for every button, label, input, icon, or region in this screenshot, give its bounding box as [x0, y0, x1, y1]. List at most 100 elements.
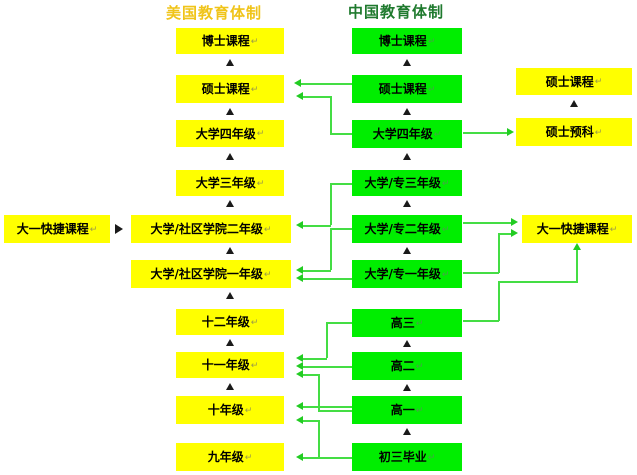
- connector-cn-uni1-seg-h: [463, 272, 499, 274]
- pilcrow-mark: ↵: [594, 127, 603, 138]
- pilcrow-mark: ↵: [427, 36, 436, 47]
- arrowhead-cn-senior1-to-us-g10: [296, 402, 303, 410]
- arrow-cn-uni2-to-uni3: [403, 200, 411, 207]
- arrow-us-master-to-phd: [226, 59, 234, 66]
- arrowhead-cn-junior-to-us-g10: [296, 416, 303, 424]
- pilcrow-mark: ↵: [441, 269, 450, 280]
- box-label: 十一年级: [201, 358, 250, 372]
- pilcrow-mark: ↵: [250, 360, 259, 371]
- arrow-cn-senior1-to-senior2: [403, 384, 411, 391]
- pilcrow-mark: ↵: [441, 178, 450, 189]
- box-cn-senior-2[interactable]: 高二↵: [352, 352, 462, 380]
- box-us-grade-11[interactable]: 十一年级↵: [176, 352, 284, 378]
- box-cn-senior-3[interactable]: 高三↵: [352, 309, 462, 337]
- pilcrow-mark: ↵: [244, 452, 253, 463]
- box-left-foundation-pathway[interactable]: 大一快捷课程↵: [4, 215, 110, 243]
- connector-cn-uni1-seg-v: [498, 233, 500, 273]
- box-label: 大学/专二年级: [364, 222, 441, 236]
- box-us-phd[interactable]: 博士课程↵: [176, 28, 284, 54]
- box-us-college-year-1[interactable]: 大学/社区学院一年级↵: [131, 260, 291, 288]
- pilcrow-mark: ↵: [256, 129, 265, 139]
- box-us-grade-10[interactable]: 十年级↵: [176, 396, 284, 424]
- connector-cn-junior-seg-v: [318, 420, 320, 459]
- arrowhead-cn-senior3-to-right-pathway: [573, 243, 581, 250]
- arrowhead-cn-junior-to-us-g9: [296, 453, 303, 461]
- arrow-left-pathway-to-college-year-2: [115, 224, 123, 234]
- connector-cn-uni2-seg-h1: [330, 228, 352, 230]
- connector-cn-uni1-to-us-cc1: [303, 278, 352, 280]
- box-label: 高三: [390, 316, 415, 330]
- pilcrow-mark: ↵: [415, 361, 424, 372]
- pilcrow-mark: ↵: [427, 84, 436, 95]
- pilcrow-mark: ↵: [263, 269, 272, 280]
- pilcrow-mark: ↵: [441, 224, 450, 235]
- box-cn-phd[interactable]: 博士课程↵: [352, 28, 462, 54]
- connector-cn-senior3-seg-v: [326, 322, 328, 358]
- pilcrow-mark: ↵: [263, 224, 272, 235]
- box-us-master[interactable]: 硕士课程↵: [176, 75, 284, 103]
- arrow-master-prep-to-master-course: [570, 100, 578, 107]
- pilcrow-mark: ↵: [609, 224, 618, 235]
- arrow-us-g10-to-g11: [226, 383, 234, 390]
- box-label: 大学三年级: [195, 176, 256, 190]
- arrowhead-cn-uni3-to-us-cc2: [296, 221, 303, 229]
- arrowhead-cn-senior3-to-us-g11: [296, 354, 303, 362]
- arrowhead-cn-master-to-us-master: [294, 79, 301, 87]
- box-label: 大学/专一年级: [364, 267, 441, 281]
- box-label: 硕士课程: [545, 74, 594, 89]
- box-cn-uni-3[interactable]: 大学/专三年级↵: [352, 170, 462, 196]
- box-label: 九年级: [207, 450, 244, 464]
- box-cn-uni-1[interactable]: 大学/专一年级↵: [352, 260, 462, 288]
- connector-cn-uni3-seg-h2: [303, 225, 331, 227]
- connector-cn-uni2-seg-h2: [303, 270, 331, 272]
- connector-cn-senior3-seg-h1: [326, 322, 352, 324]
- box-us-uni-4[interactable]: 大学四年级↵: [176, 120, 284, 147]
- arrow-cn-senior2-to-senior3: [403, 340, 411, 347]
- box-right-master-course[interactable]: 硕士课程↵: [516, 68, 632, 95]
- arrowhead-cn-uni4-to-us-master: [296, 92, 303, 100]
- pilcrow-mark: ↵: [427, 452, 436, 463]
- pilcrow-mark: ↵: [250, 36, 259, 47]
- connector-cn-senior3-seg-h2: [303, 358, 327, 360]
- box-label: 博士课程: [378, 34, 427, 48]
- connector-cn-uni3-seg-v: [330, 183, 332, 225]
- pilcrow-mark: ↵: [256, 178, 265, 189]
- arrowhead-cn-senior2-to-us-g11: [296, 362, 303, 370]
- connector-cn-senior3-right-seg-v1: [498, 281, 500, 321]
- box-cn-junior-graduate[interactable]: 初三毕业↵: [352, 443, 462, 471]
- box-right-master-prep[interactable]: 硕士预科↵: [516, 118, 632, 146]
- box-cn-master[interactable]: 硕士课程↵: [352, 75, 462, 103]
- box-us-grade-12[interactable]: 十二年级↵: [176, 309, 284, 335]
- connector-cn-uni2-to-right-pathway: [463, 222, 512, 224]
- connector-cn-uni4-to-master-prep: [463, 132, 508, 134]
- arrow-us-g12-to-cc1: [226, 292, 234, 299]
- us-system-title: 美国教育体制: [166, 4, 263, 22]
- cn-system-title: 中国教育体制: [348, 3, 445, 21]
- box-cn-uni-4[interactable]: 大学四年级↵: [352, 120, 462, 148]
- box-cn-senior-1[interactable]: 高一↵: [352, 396, 462, 424]
- pilcrow-mark: ↵: [594, 77, 603, 87]
- connector-cn-uni3-seg-h1: [330, 183, 352, 185]
- box-label: 高二: [390, 359, 415, 373]
- box-us-uni-3[interactable]: 大学三年级↵: [176, 170, 284, 196]
- box-right-foundation-pathway[interactable]: 大一快捷课程↵: [522, 215, 632, 243]
- arrowhead-cn-senior1-to-us-g11: [296, 370, 303, 378]
- connector-cn-uni4-seg-h1: [330, 133, 352, 135]
- pilcrow-mark: ↵: [89, 224, 98, 235]
- connector-cn-senior1-seg-v: [318, 374, 320, 412]
- box-label: 十二年级: [201, 315, 250, 329]
- box-label: 硕士预科: [545, 125, 594, 139]
- arrowhead-cn-uni2-to-us-cc1: [296, 266, 303, 274]
- box-label: 大学/社区学院一年级: [150, 267, 263, 281]
- arrow-cn-uni1-to-uni2: [403, 247, 411, 254]
- pilcrow-mark: ↵: [415, 318, 424, 329]
- arrow-us-uni4-to-master: [226, 108, 234, 115]
- connector-cn-senior1-to-us-g10: [303, 406, 352, 408]
- box-us-grade-9[interactable]: 九年级↵: [176, 443, 284, 471]
- arrow-us-cc1-to-cc2: [226, 247, 234, 254]
- arrowhead-cn-uni1-to-right-pathway: [511, 229, 518, 237]
- box-us-college-year-2[interactable]: 大学/社区学院二年级↵: [131, 215, 291, 243]
- pilcrow-mark: ↵: [244, 405, 253, 416]
- box-cn-uni-2[interactable]: 大学/专二年级↵: [352, 215, 462, 243]
